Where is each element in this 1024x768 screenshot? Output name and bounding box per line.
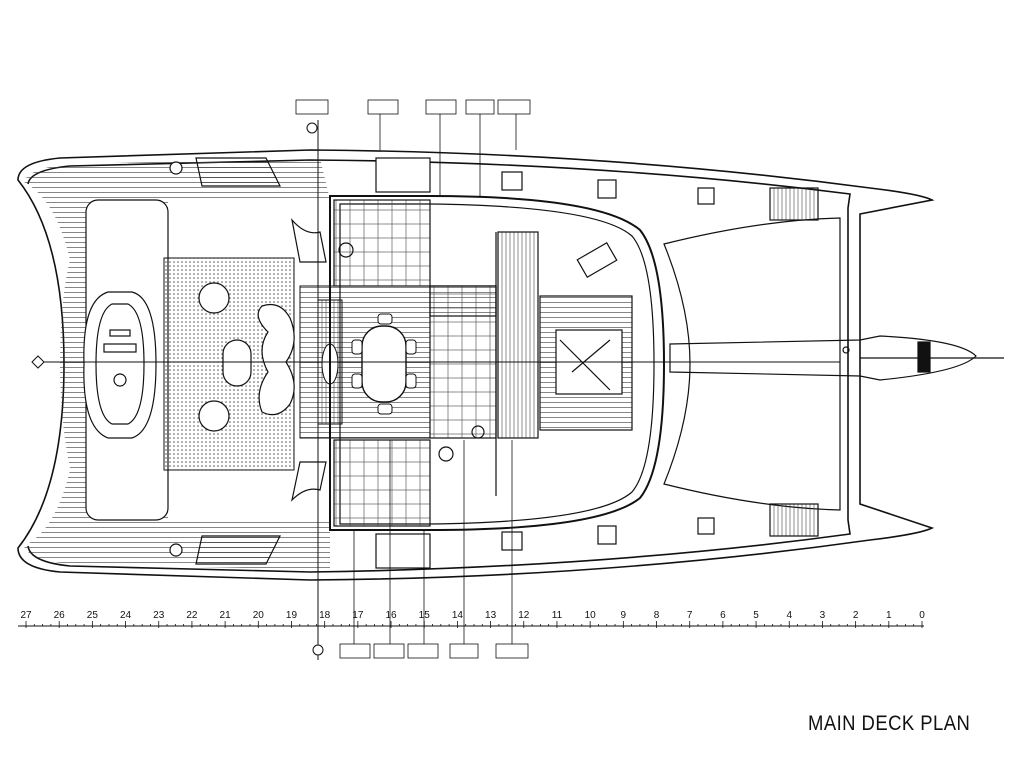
scale-label: 14 (452, 610, 464, 621)
scale-label: 8 (654, 610, 660, 621)
foredeck (663, 187, 1004, 537)
interior-cabins (329, 195, 666, 531)
scale-label: 7 (687, 610, 693, 621)
scale-label: 17 (352, 610, 364, 621)
section-markers-bottom (339, 440, 529, 659)
scale-label: 4 (786, 610, 792, 621)
scale-label: 0 (919, 610, 925, 621)
scale-label: 22 (186, 610, 198, 621)
scale-label: 21 (220, 610, 232, 621)
scale-label: 12 (518, 610, 530, 621)
scale-label: 26 (54, 610, 66, 621)
scale-label: 10 (585, 610, 597, 621)
tender-dinghy (83, 291, 157, 439)
scale-label: 18 (319, 610, 331, 621)
centerline (31, 120, 840, 660)
scale-label: 6 (720, 610, 726, 621)
scale-label: 2 (853, 610, 859, 621)
scale-label: 23 (153, 610, 165, 621)
scale-label: 9 (621, 610, 627, 621)
scale-label: 3 (820, 610, 826, 621)
scale-label: 20 (253, 610, 265, 621)
scale-label: 19 (286, 610, 298, 621)
scale-label: 15 (419, 610, 431, 621)
hull (17, 149, 935, 581)
scale-label: 24 (120, 610, 132, 621)
scale-label: 11 (552, 610, 563, 621)
scale-ticks (25, 621, 923, 628)
scale-label: 27 (20, 610, 32, 621)
scale-label: 5 (753, 610, 759, 621)
hatches (169, 157, 715, 569)
drawing-title: MAIN DECK PLAN (808, 712, 971, 735)
scale-label: 25 (87, 610, 99, 621)
section-markers-top (295, 99, 531, 196)
scale-label: 16 (385, 610, 397, 621)
scale-label: 13 (485, 610, 497, 621)
scale-label: 1 (886, 610, 892, 621)
